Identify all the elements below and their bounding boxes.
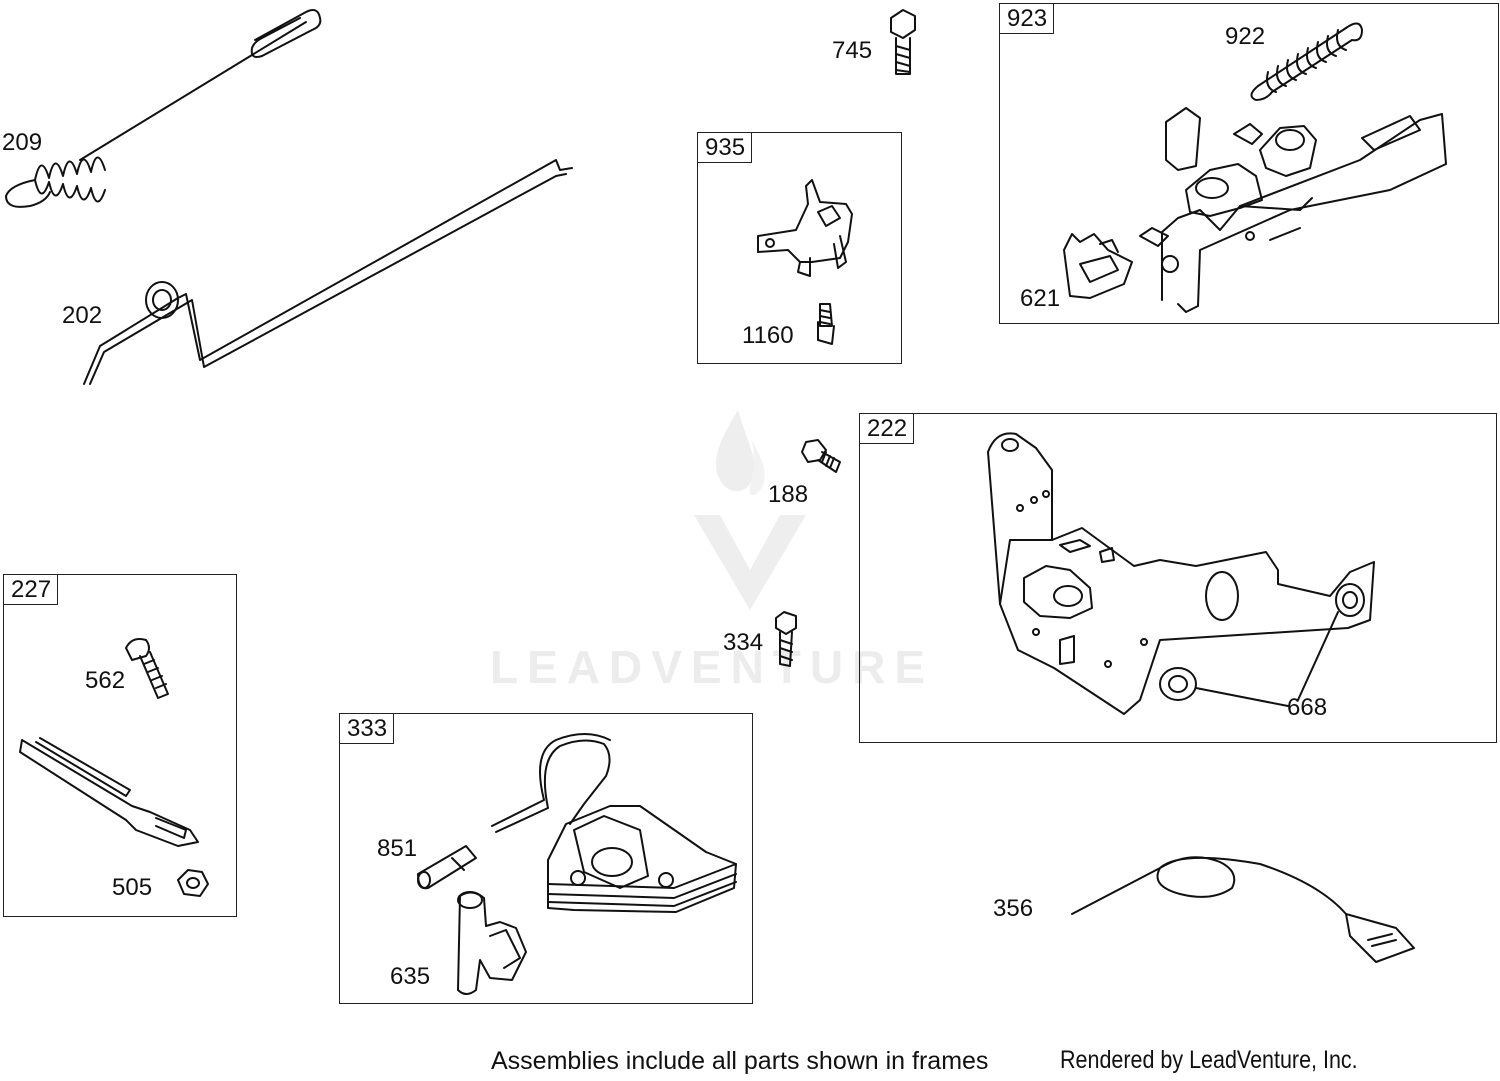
- part-label-209: 209: [2, 129, 43, 156]
- frame-923-label: 923: [999, 3, 1055, 34]
- part-label-188: 188: [768, 481, 809, 508]
- part-label-745: 745: [832, 37, 873, 64]
- screw-1160-drawing: [817, 303, 835, 345]
- part-label-922: 922: [1225, 23, 1266, 50]
- ground-wire-356-drawing: [1071, 856, 1415, 963]
- spring-922-drawing: [1250, 22, 1363, 101]
- governor-bracket-222-drawing: [987, 432, 1375, 715]
- part-label-202: 202: [62, 302, 103, 329]
- part-label-621: 621: [1020, 285, 1061, 312]
- frame-222: 222: [859, 413, 1497, 743]
- part-label-668: 668: [1287, 694, 1328, 721]
- spark-boot-635-drawing: [457, 891, 527, 995]
- part-label-356: 356: [993, 895, 1034, 922]
- bolt-745-drawing: [890, 9, 916, 75]
- control-bracket-923-drawing: [1139, 107, 1447, 313]
- frame-227-label: 227: [3, 574, 59, 605]
- bolt-562-drawing: [125, 638, 169, 699]
- connector-851-drawing: [417, 845, 477, 890]
- bracket-935-drawing: [757, 179, 853, 277]
- frame-935-label: 935: [697, 132, 753, 163]
- part-label-851: 851: [377, 835, 418, 862]
- frame-227: 227: [3, 574, 237, 917]
- frame-333-label: 333: [339, 713, 395, 744]
- part-label-562: 562: [85, 667, 126, 694]
- frame-333: 333: [339, 713, 753, 1004]
- part-label-635: 635: [390, 963, 431, 990]
- watermark-text: LEADVENTURE: [490, 641, 935, 693]
- part-label-334: 334: [723, 629, 764, 656]
- screw-334-drawing: [775, 611, 797, 667]
- nut-505-drawing: [177, 869, 209, 897]
- part-label-505: 505: [112, 874, 153, 901]
- watermark-logo-icon: [694, 410, 806, 610]
- frame-222-label: 222: [859, 413, 915, 444]
- spring-209-drawing: [5, 9, 322, 208]
- ignition-armature-333-drawing: [491, 733, 737, 913]
- link-rod-202-drawing: [83, 159, 573, 385]
- clip-621-drawing: [1063, 233, 1133, 299]
- footer-note: Assemblies include all parts shown in fr…: [491, 1047, 989, 1075]
- frame-923: 923: [999, 3, 1499, 324]
- screw-188-drawing: [801, 439, 841, 473]
- lever-227-drawing: [19, 737, 199, 847]
- part-label-1160: 1160: [742, 322, 794, 349]
- frame-935: 935: [697, 132, 902, 364]
- footer-credit: Rendered by LeadVenture, Inc.: [1060, 1046, 1358, 1074]
